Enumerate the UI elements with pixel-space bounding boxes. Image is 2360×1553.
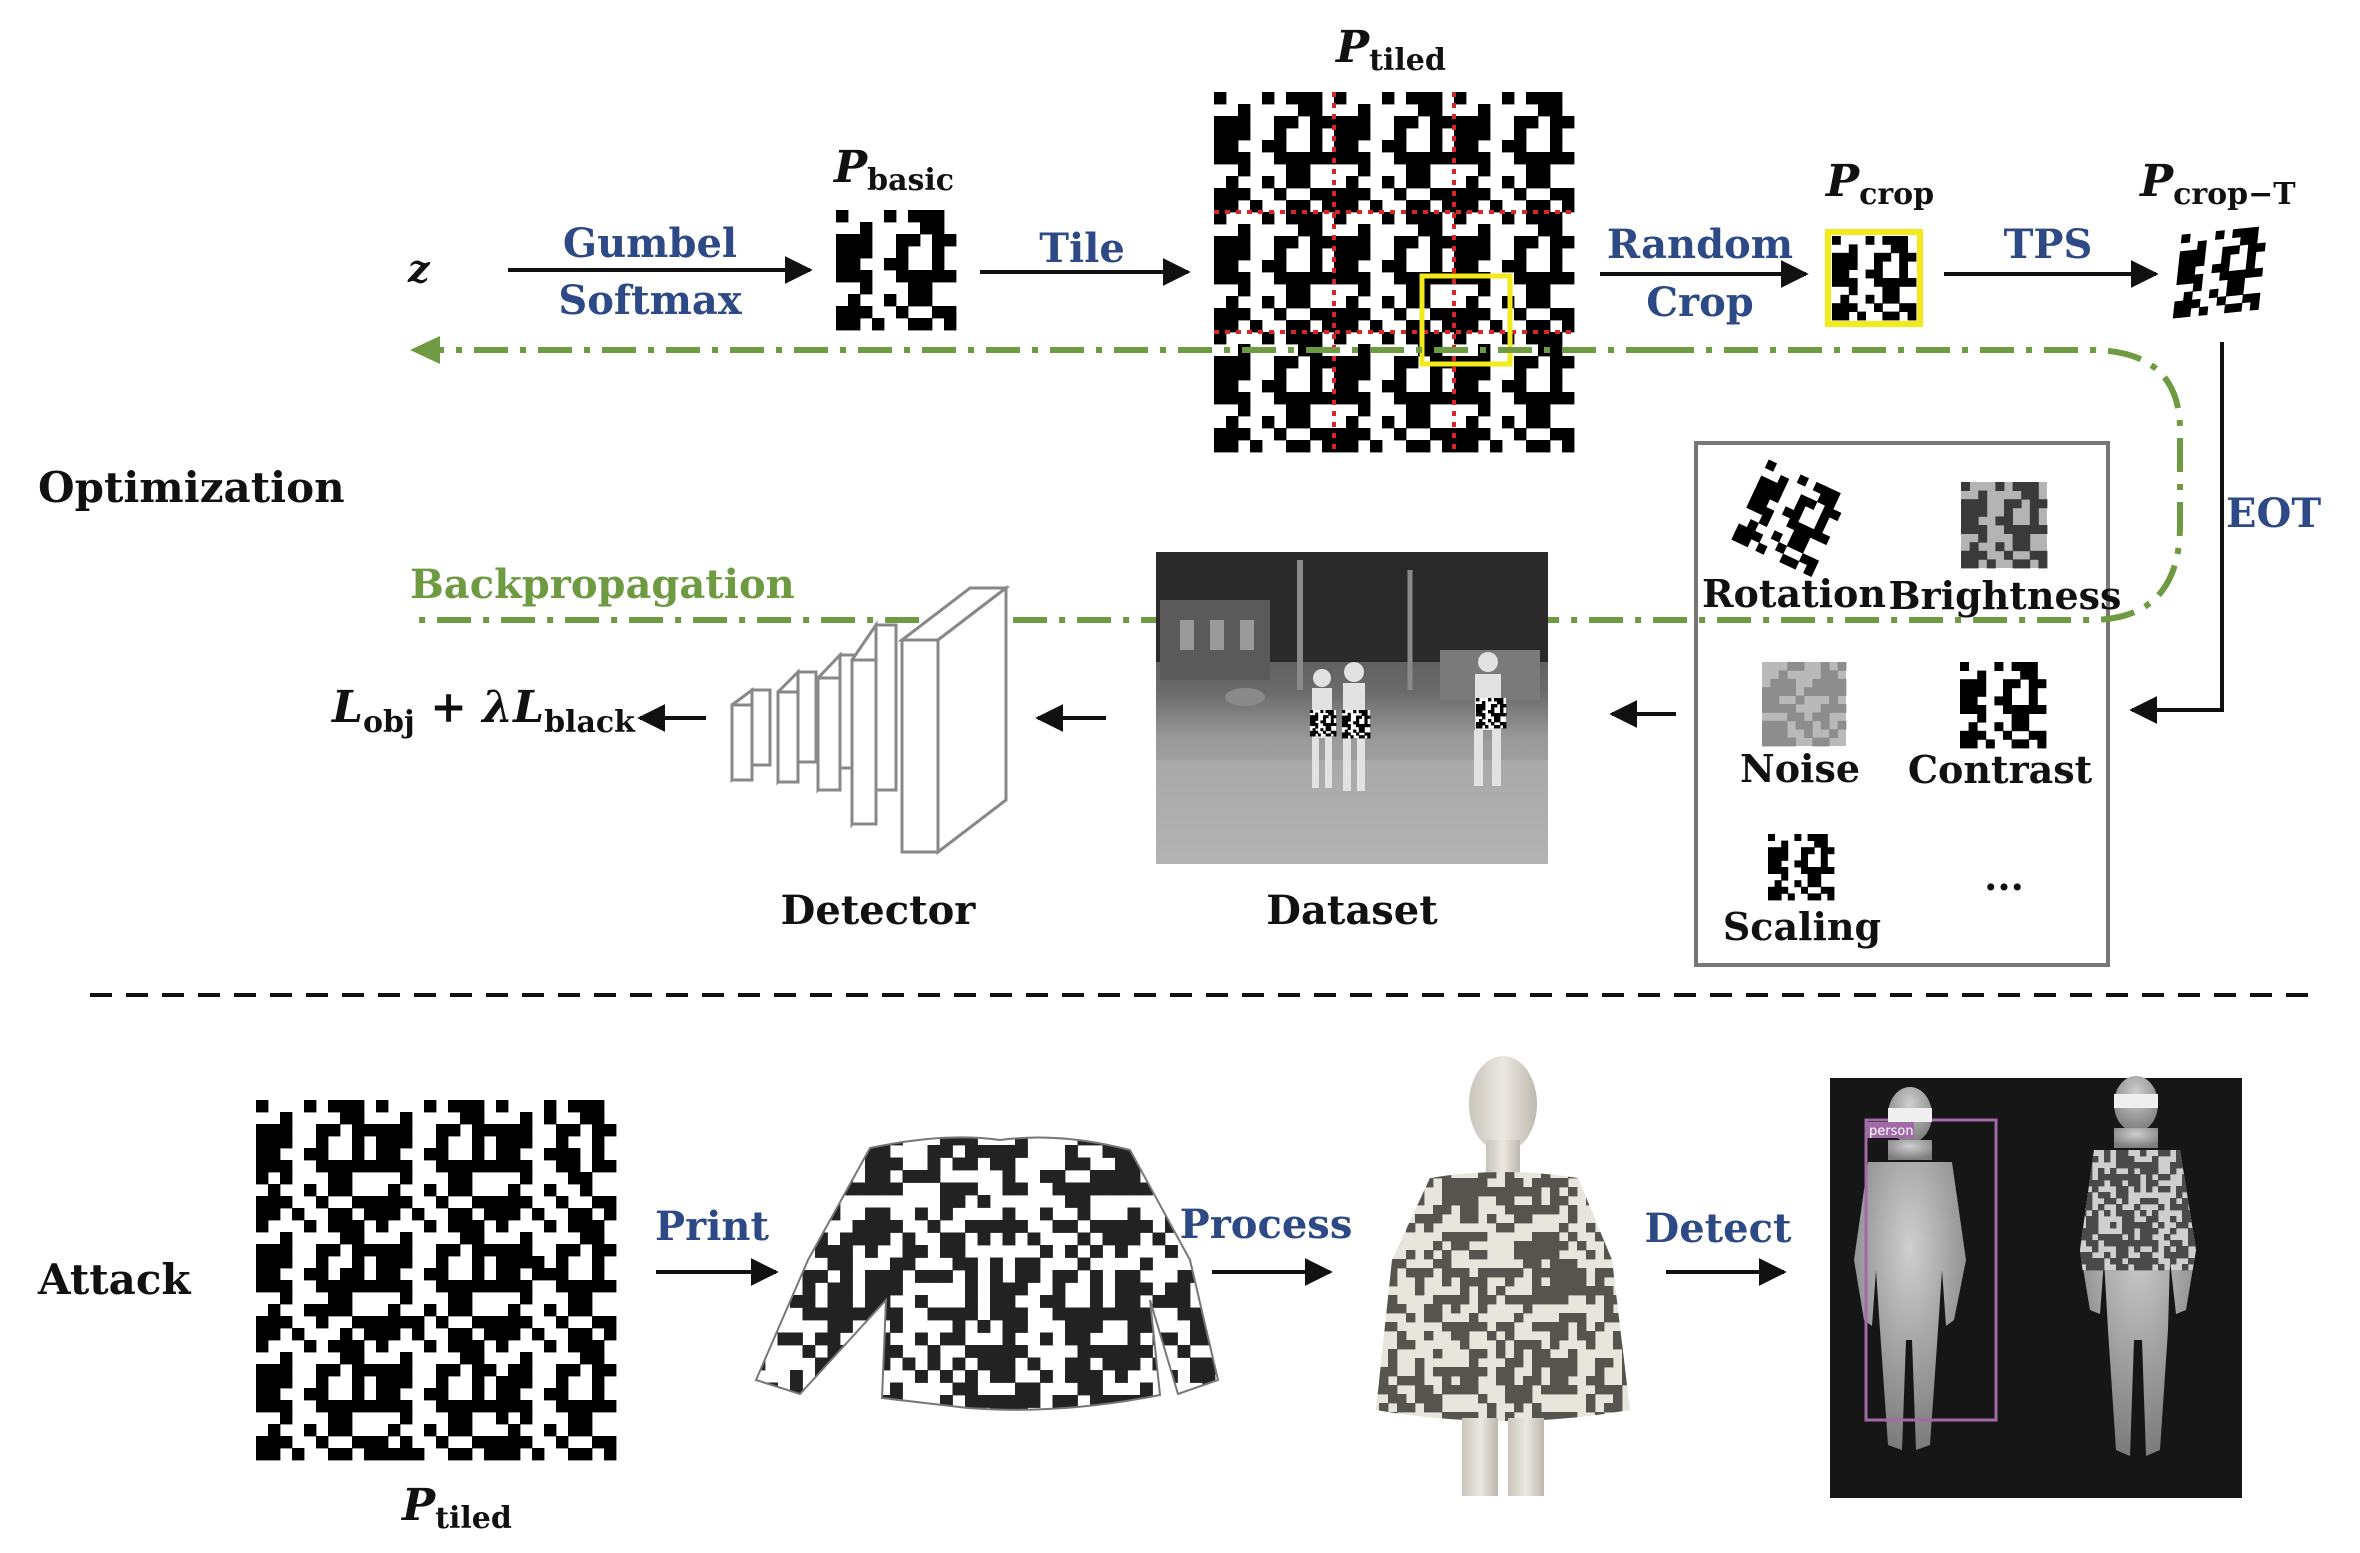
p-tiled-pattern-icon [1214,92,1575,453]
label-attack-p-tiled: Ptiled [400,1480,512,1536]
brightness-pattern-icon [1961,482,2048,569]
label-p-basic: Pbasic [832,142,954,198]
node-label-dataset: Dataset [1266,887,1438,934]
loss-formula: Lobj + λLblack [330,682,636,740]
edge-label-process: Process [1180,1201,1353,1248]
dataset-patch-3 [1476,698,1507,729]
section-label-optimization: Optimization [38,463,345,512]
eot-label-brightness: Brightness [1889,573,2122,618]
noise-pattern-icon [1762,662,1847,747]
eot-label-more: ... [1984,854,2024,899]
dataset-patch-1 [1310,710,1337,737]
label-p-tiled: Ptiled [1334,22,1446,78]
node-label-detector: Detector [781,887,977,934]
edge-label-gumbel: Gumbel [563,220,737,267]
p-crop-pattern-icon [1832,236,1917,321]
p-crop-frame [1825,229,1923,327]
dataset-patch-2 [1342,710,1371,739]
detection-result-thermal-image: person [1830,1076,2242,1498]
eot-label-scaling: Scaling [1723,904,1881,949]
edge-label-detect: Detect [1645,1205,1792,1252]
eot-transform-box [1694,441,2110,967]
crop-window-highlight [1419,273,1513,367]
backprop-arrowhead [410,336,440,364]
label-p-crop-t: Pcrop−T [2138,156,2296,212]
eot-label-noise: Noise [1740,746,1860,791]
node-z: z [407,246,431,291]
edge-label-print: Print [655,1203,769,1250]
attack-tiled-pattern-icon [256,1100,617,1461]
edge-label-random: Random [1607,221,1793,268]
section-label-attack: Attack [37,1255,191,1304]
person-class-label: person [1869,1124,1914,1139]
edge-label-tile: Tile [1039,225,1125,272]
tile-grid-lines [1214,92,1574,452]
printed-shirt-image [754,1136,1220,1411]
edge-label-softmax: Softmax [558,277,742,324]
scaling-pattern-icon [1768,834,1835,901]
detector-network-layers-icon [730,584,1011,856]
p-crop-t-pattern-icon [2172,225,2268,319]
backprop-loop-lower [410,347,2183,623]
label-p-crop: Pcrop [1824,156,1934,212]
edge-label-tps: TPS [2004,221,2093,268]
dataset-thermal-image [1156,552,1548,864]
p-basic-pattern-icon [836,210,957,331]
arrow-eot [2129,342,2224,724]
rotation-pattern-icon [1731,459,1849,578]
contrast-pattern-icon [1960,662,2047,749]
edge-label-backpropagation: Backpropagation [410,561,795,608]
edge-label-crop: Crop [1646,279,1754,326]
edge-label-eot: EOT [2226,490,2321,537]
eot-label-contrast: Contrast [1908,747,2093,792]
eot-label-rotation: Rotation [1702,571,1886,616]
mannequin-shirt-image [1376,1056,1630,1496]
